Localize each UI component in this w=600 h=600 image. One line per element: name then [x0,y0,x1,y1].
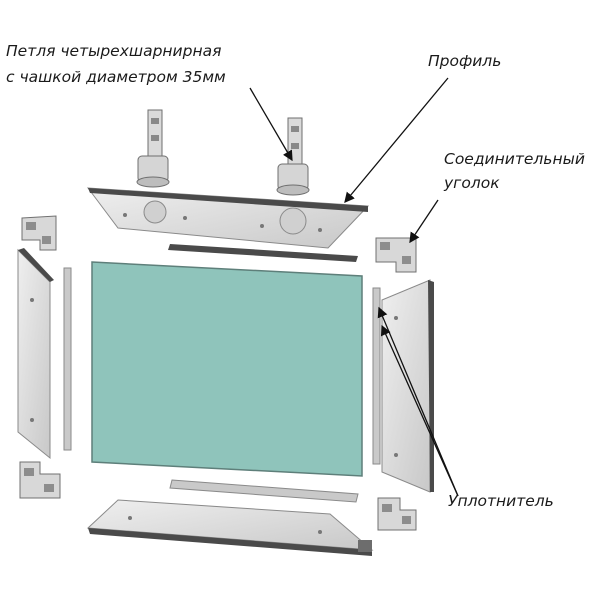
label-hinge-line2: с чашкой диаметром 35мм [6,68,226,86]
left-seal [63,267,72,451]
corner-connector-bottom-left [19,461,61,499]
leader-lines [249,77,459,497]
hinge-left [136,109,170,188]
left-profile [17,248,54,460]
leader-hinge [249,87,293,162]
label-hinge-line1: Петля четырехшарнирная [6,42,221,60]
top-profile [86,187,370,249]
bottom-profile [86,499,374,556]
label-seal: Уплотнитель [448,492,554,510]
right-profile [381,279,434,493]
right-seal [372,287,381,465]
corner-connector-top-right [375,237,417,273]
corner-connector-top-left [21,215,57,251]
hinge-right [276,117,310,196]
leader-profile [344,77,449,204]
top-seal-strip [168,244,358,262]
corner-connector-bottom-right [377,497,417,531]
leader-seal-2 [380,324,459,497]
bottom-seal [169,479,359,503]
label-corner-line2: уголок [443,174,500,192]
label-profile: Профиль [428,52,501,70]
leader-seal-1 [377,306,459,497]
label-corner-line1: Соединительный [444,150,585,168]
leader-corner [409,199,439,244]
glass-panel [91,261,363,477]
